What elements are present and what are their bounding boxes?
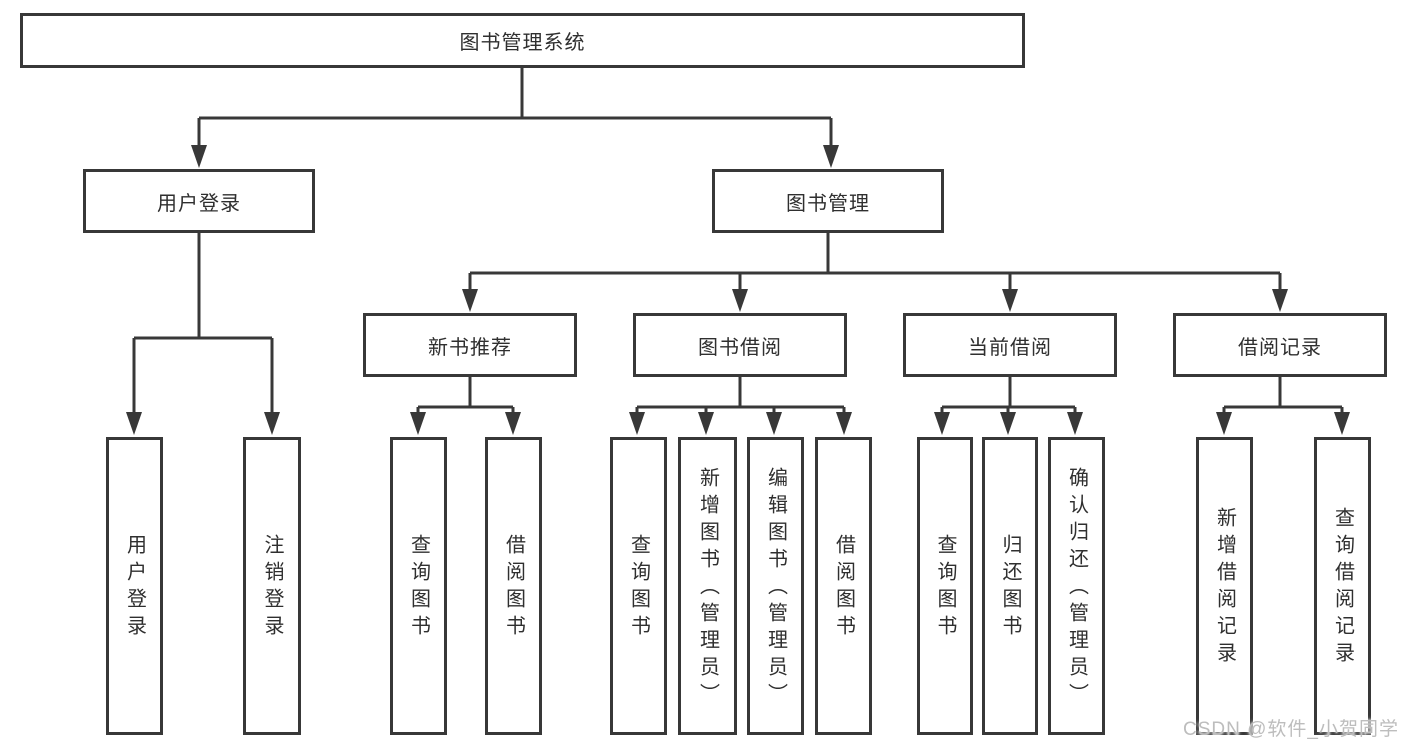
node-book-borrow: 图书借阅 <box>633 313 847 377</box>
node-borrow-books-recommend: 借阅图书 <box>485 437 542 735</box>
node-query-books-recommend: 查询图书 <box>390 437 447 735</box>
arrowheads <box>126 145 1350 435</box>
node-library-management-system: 图书管理系统 <box>20 13 1025 68</box>
node-edit-books-admin: 编辑图书（管理员） <box>747 437 804 735</box>
node-return-books: 归还图书 <box>982 437 1038 735</box>
csdn-watermark: CSDN @软件_小贺同学 <box>1183 719 1399 740</box>
node-user-login-leaf: 用户登录 <box>106 437 163 735</box>
node-borrow-records: 借阅记录 <box>1173 313 1387 377</box>
node-user-login: 用户登录 <box>83 169 315 233</box>
node-add-borrow-record: 新增借阅记录 <box>1196 437 1253 735</box>
node-book-management: 图书管理 <box>712 169 944 233</box>
node-borrow-books: 借阅图书 <box>815 437 872 735</box>
node-query-borrow-record: 查询借阅记录 <box>1314 437 1371 735</box>
node-add-books-admin: 新增图书（管理员） <box>678 437 737 735</box>
node-current-borrow: 当前借阅 <box>903 313 1117 377</box>
node-new-book-recommend: 新书推荐 <box>363 313 577 377</box>
node-query-books-borrow: 查询图书 <box>610 437 667 735</box>
node-query-books-current: 查询图书 <box>917 437 973 735</box>
node-logout-login: 注销登录 <box>243 437 301 735</box>
node-confirm-return-admin: 确认归还（管理员） <box>1048 437 1105 735</box>
